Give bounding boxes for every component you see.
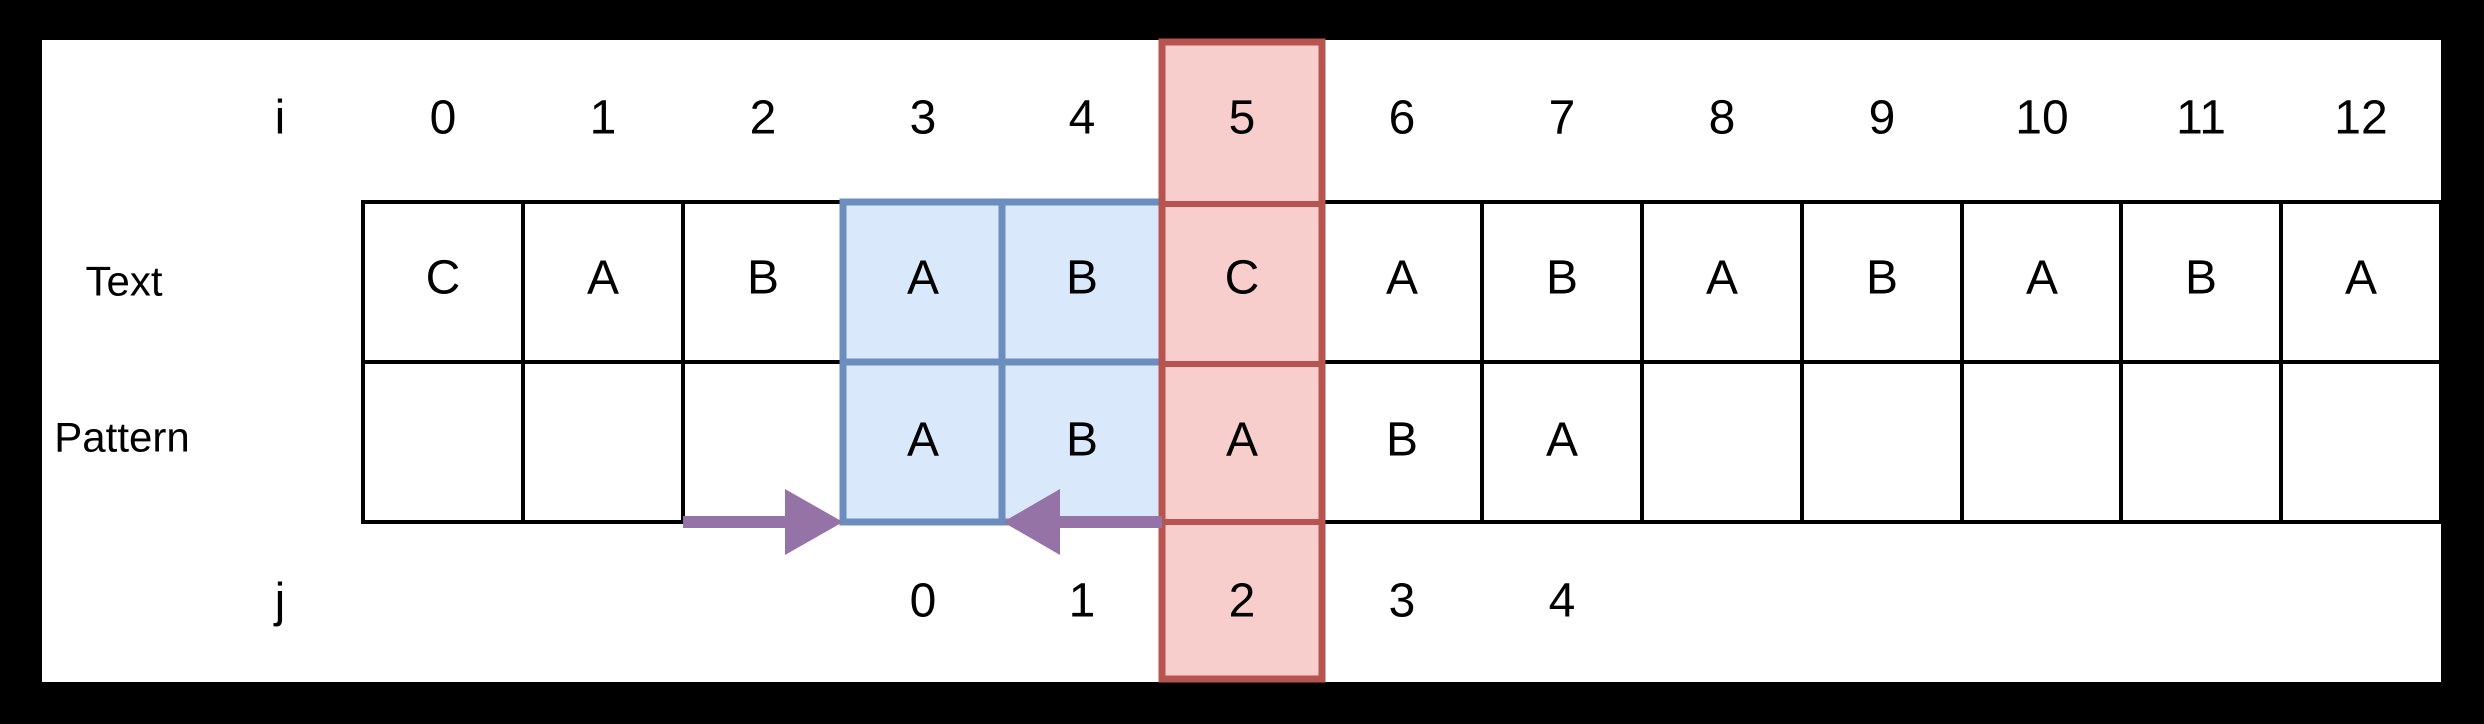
text-letter: C: [426, 252, 461, 305]
text-letter: A: [907, 252, 939, 305]
pattern-cell: [521, 360, 685, 524]
pattern-cell: [1640, 360, 1804, 524]
matched-highlight: [839, 198, 1166, 526]
text-cell: [1320, 200, 1484, 364]
text-letter: B: [1066, 252, 1098, 305]
text-letter: B: [2185, 252, 2217, 305]
pattern-cell: [361, 360, 525, 524]
text-cell: [1800, 200, 1964, 364]
mismatch-highlight: [1158, 38, 1326, 683]
pattern-letter: A: [1226, 414, 1258, 467]
matched-text-cell: [998, 198, 1166, 366]
i-index: 2: [750, 92, 777, 145]
text-row-letters: Text C A B A B C A B A B A B A: [85, 252, 2377, 305]
matched-pattern-cell: [839, 358, 1006, 526]
text-letter: B: [1546, 252, 1578, 305]
j-index: 0: [910, 575, 937, 628]
arrow-right-icon: [683, 489, 843, 555]
pattern-row-letters: Pattern A B A B A: [54, 414, 1578, 467]
matched-text-cell: [839, 198, 1006, 366]
i-index: 5: [1229, 92, 1256, 145]
text-letter: C: [1225, 252, 1260, 305]
j-index: 3: [1389, 575, 1416, 628]
pattern-cell: [1800, 360, 1964, 524]
i-index: 4: [1069, 92, 1096, 145]
i-index: 6: [1389, 92, 1416, 145]
text-row-label: Text: [85, 258, 162, 305]
j-index: 2: [1229, 575, 1256, 628]
mismatch-column-rect: [1158, 38, 1326, 683]
i-index: 3: [910, 92, 937, 145]
text-letter: B: [1866, 252, 1898, 305]
text-letter: B: [747, 252, 779, 305]
i-index: 0: [430, 92, 457, 145]
i-index: 11: [2176, 92, 2226, 145]
j-index: 4: [1549, 575, 1576, 628]
pattern-row-label: Pattern: [54, 414, 189, 461]
i-index: 9: [1869, 92, 1896, 145]
pattern-cell: [681, 360, 845, 524]
shift-arrows: [683, 489, 1162, 555]
pattern-cell: [2279, 360, 2443, 524]
text-letter: A: [587, 252, 619, 305]
i-index-row: i 0 1 2 3 4 5 6 7 8 9 10 11 12: [275, 92, 2388, 145]
text-letter: A: [1386, 252, 1418, 305]
matched-pattern-cell: [998, 358, 1166, 526]
pattern-cell: [2119, 360, 2283, 524]
j-index-row: j 0 1 2 3 4: [273, 575, 1576, 628]
i-index: 1: [590, 92, 617, 145]
i-row-label: i: [275, 92, 286, 145]
i-index: 10: [2015, 92, 2068, 145]
pattern-letter: A: [907, 414, 939, 467]
j-row-label: j: [273, 575, 286, 628]
pattern-letter: B: [1386, 414, 1418, 467]
text-cell: [2119, 200, 2283, 364]
j-index: 1: [1069, 575, 1096, 628]
text-cell: [2279, 200, 2443, 364]
pattern-cell: [1960, 360, 2123, 524]
i-index: 8: [1709, 92, 1736, 145]
arrow-left-icon: [1003, 489, 1162, 555]
pattern-letter: B: [1066, 414, 1098, 467]
text-letter: A: [1706, 252, 1738, 305]
text-cell: [1480, 200, 1644, 364]
pattern-letter: A: [1546, 414, 1578, 467]
text-letter: A: [2345, 252, 2377, 305]
i-index: 7: [1549, 92, 1576, 145]
text-letter: A: [2026, 252, 2058, 305]
i-index: 12: [2334, 92, 2387, 145]
